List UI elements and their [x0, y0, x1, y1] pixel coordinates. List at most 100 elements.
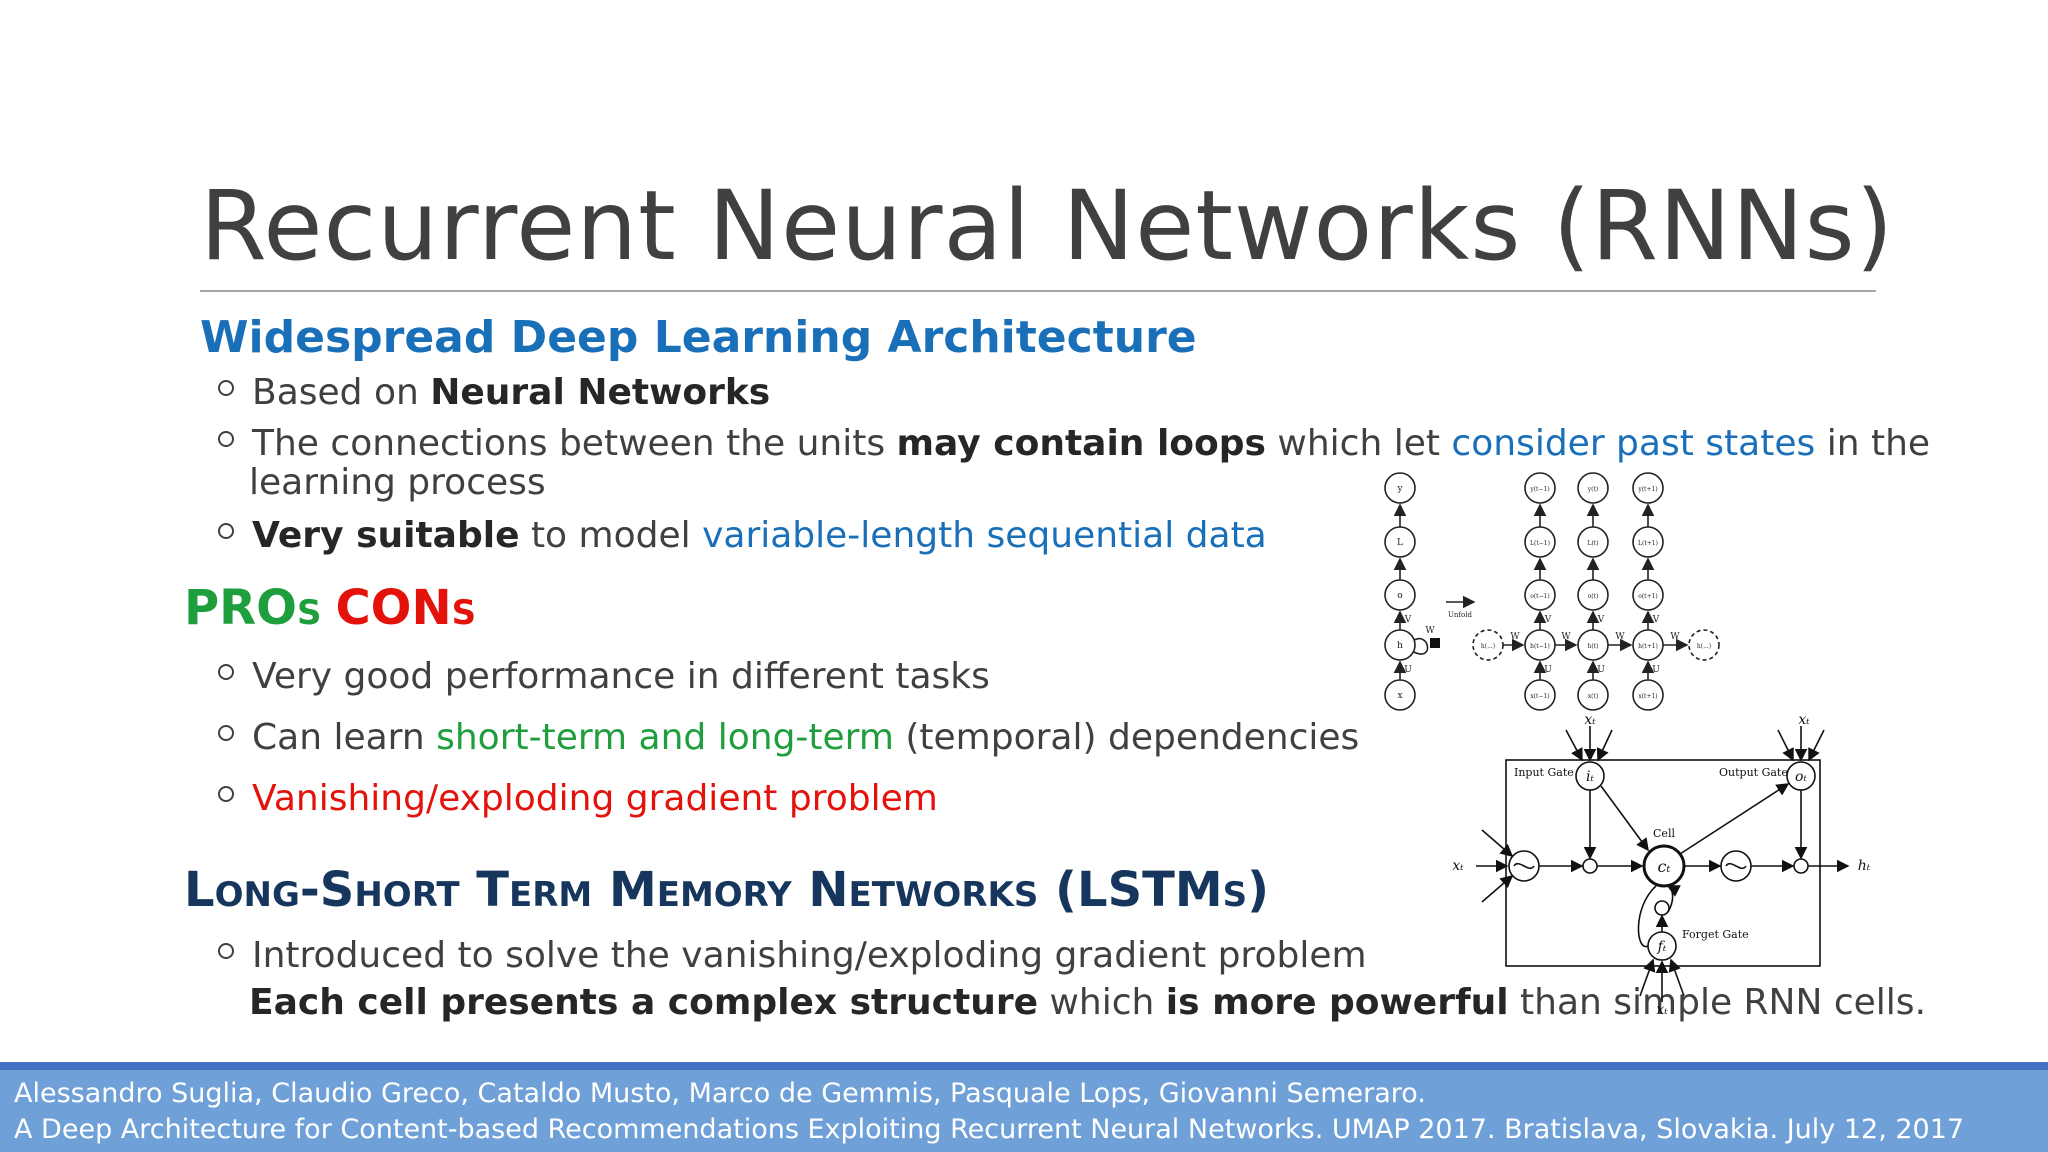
svg-text:xₜ: xₜ — [1452, 858, 1464, 874]
node-h-next — [1688, 629, 1720, 661]
slide-title: Recurrent Neural Networks (RNNs) — [200, 170, 1895, 282]
svg-text:o: o — [1397, 591, 1402, 601]
svg-text:L(t−1): L(t−1) — [1530, 540, 1550, 547]
svg-text:W: W — [1425, 626, 1435, 636]
svg-text:xₜ: xₜ — [1584, 712, 1596, 728]
bullet-marker — [218, 431, 234, 447]
bullet-vanishing-gradient: Vanishing/exploding gradient problem — [218, 778, 938, 819]
svg-text:y(t+1): y(t+1) — [1637, 486, 1657, 493]
multiply-output — [1793, 858, 1809, 874]
svg-text:y(t−1): y(t−1) — [1529, 486, 1549, 493]
svg-text:h: h — [1397, 641, 1403, 651]
bullet-marker — [218, 664, 234, 680]
bullet-marker — [218, 786, 234, 802]
svg-text:Forget Gate: Forget Gate — [1682, 928, 1749, 941]
bullet-emphasis: is more powerful — [1165, 982, 1509, 1023]
svg-text:y: y — [1396, 484, 1403, 494]
svg-text:Output Gate: Output Gate — [1719, 766, 1788, 779]
section-heading-architecture: Widespread Deep Learning Architecture — [200, 312, 1197, 363]
svg-text:xₜ: xₜ — [1656, 1002, 1668, 1018]
svg-text:x(t): x(t) — [1588, 693, 1598, 700]
bullet-text: to model — [519, 515, 703, 556]
bullet-marker — [218, 725, 234, 741]
svg-text:xₜ: xₜ — [1798, 712, 1810, 728]
svg-text:x(t−1): x(t−1) — [1530, 693, 1549, 700]
svg-text:V: V — [1544, 615, 1552, 625]
lstm-cell-diagram: Input Gate Output Gate Cell Forget Gate … — [1452, 712, 1871, 1018]
svg-text:W: W — [1670, 632, 1680, 642]
bullet-text: (temporal) dependencies — [893, 717, 1360, 758]
svg-text:U: U — [1652, 665, 1660, 675]
footer-stripe — [0, 1062, 2048, 1070]
svg-text:h(t): h(t) — [1588, 643, 1599, 650]
bullet-emphasis: Each cell presents a complex structure — [249, 982, 1038, 1023]
bullet-highlight: Vanishing/exploding gradient problem — [252, 778, 938, 819]
svg-text:U: U — [1404, 665, 1412, 675]
citation-footer: Alessandro Suglia, Claudio Greco, Catald… — [0, 1070, 2048, 1152]
bullet-emphasis: Very suitable — [252, 515, 520, 556]
svg-text:V: V — [1404, 615, 1412, 625]
bullet-marker — [218, 943, 234, 959]
svg-text:W: W — [1561, 632, 1571, 642]
bullet-text: Based on — [252, 372, 431, 413]
lstm-cell-description: Each cell presents a complex structure w… — [249, 982, 1926, 1023]
bullet-text: Introduced to solve the vanishing/explod… — [252, 935, 1367, 976]
footer-venue: UMAP 2017. Bratislava, Slovakia. July 12… — [1323, 1114, 1965, 1145]
bullet-marker — [218, 380, 234, 396]
bullet-emphasis: may contain loops — [896, 423, 1266, 464]
svg-text:iₜ: iₜ — [1586, 769, 1594, 785]
footer-paper-line: A Deep Architecture for Content-based Re… — [14, 1114, 1964, 1145]
bullet-emphasis: Neural Networks — [430, 372, 771, 413]
svg-text:x: x — [1397, 691, 1402, 701]
svg-text:h(t−1): h(t−1) — [1530, 643, 1550, 650]
bullet-text: which — [1038, 982, 1166, 1023]
multiply-input — [1582, 858, 1598, 874]
bullet-text: which let — [1265, 423, 1452, 464]
svg-text:h(...): h(...) — [1481, 643, 1495, 650]
bullet-highlight: variable-length sequential data — [702, 515, 1267, 556]
svg-text:cₜ: cₜ — [1658, 857, 1671, 876]
svg-text:Cell: Cell — [1653, 827, 1675, 840]
rnn-unfold-diagram: y L o h x V U W Unfold h(...) h(...) y(t… — [1384, 472, 1720, 711]
footer-paper-title: A Deep Architecture for Content-based Re… — [14, 1114, 1324, 1145]
svg-text:L(t): L(t) — [1587, 540, 1598, 547]
bullet-neural-networks: Based on Neural Networks — [218, 372, 770, 413]
pros-label: PROs — [184, 580, 322, 636]
svg-text:x(t+1): x(t+1) — [1638, 693, 1657, 700]
svg-text:y(t): y(t) — [1587, 486, 1598, 493]
bullet-lstm-introduced: Introduced to solve the vanishing/explod… — [218, 935, 1367, 976]
bullet-highlight: consider past states — [1451, 423, 1816, 464]
delay-square — [1430, 638, 1440, 648]
svg-text:L: L — [1397, 538, 1403, 548]
svg-text:L(t+1): L(t+1) — [1638, 540, 1658, 547]
bullet-text: Can learn — [252, 717, 437, 758]
svg-text:o(t): o(t) — [1588, 593, 1599, 600]
svg-text:o(t−1): o(t−1) — [1530, 593, 1550, 600]
svg-text:W: W — [1510, 632, 1520, 642]
bullet-marker — [218, 523, 234, 539]
svg-text:V: V — [1652, 615, 1660, 625]
svg-text:U: U — [1597, 665, 1605, 675]
svg-text:fₜ: fₜ — [1657, 939, 1667, 955]
bullet-text: The connections between the units — [252, 423, 897, 464]
svg-text:h(t+1): h(t+1) — [1638, 643, 1658, 650]
unfold-column-t+1 — [1632, 472, 1664, 711]
multiply-forget — [1654, 900, 1670, 916]
bullet-text: than simple RNN cells. — [1508, 982, 1927, 1023]
svg-text:Input Gate: Input Gate — [1514, 766, 1574, 779]
bullet-suitable: Very suitable to model variable-length s… — [218, 515, 1267, 556]
svg-text:Unfold: Unfold — [1448, 611, 1472, 619]
svg-text:o(t+1): o(t+1) — [1638, 593, 1658, 600]
bullet-text: Very good performance in different tasks — [252, 656, 990, 697]
bullet-text: in the — [1815, 423, 1931, 464]
svg-text:hₜ: hₜ — [1858, 858, 1871, 874]
svg-text:h(...): h(...) — [1697, 643, 1711, 650]
bullet-performance: Very good performance in different tasks — [218, 656, 990, 697]
bullet-dependencies: Can learn short-term and long-term (temp… — [218, 717, 1359, 758]
svg-text:W: W — [1615, 632, 1625, 642]
svg-text:oₜ: oₜ — [1795, 769, 1807, 785]
cons-label: CONs — [335, 580, 477, 636]
section-heading-lstm: Long-Short Term Memory Networks (LSTMs) — [184, 862, 1270, 918]
bullet-continuation: learning process — [249, 462, 546, 503]
